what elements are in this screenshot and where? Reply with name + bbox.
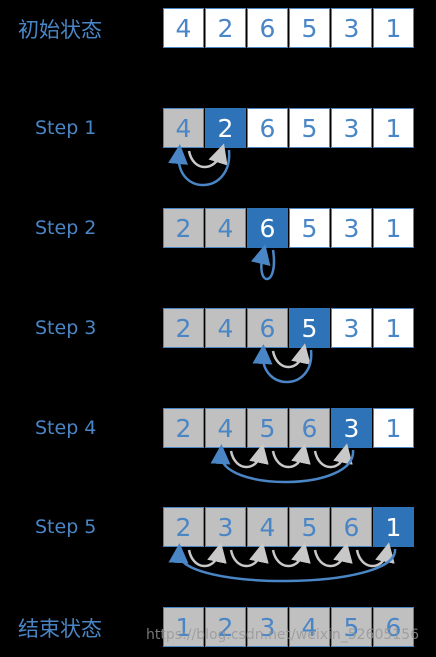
array-cell: 6 [331, 507, 372, 547]
array-cell: 4 [247, 507, 288, 547]
array-cell: 1 [163, 607, 204, 647]
array-cell: 6 [247, 8, 288, 48]
array-cell: 4 [205, 308, 246, 348]
array-cell: 5 [331, 607, 372, 647]
array-cell: 6 [289, 408, 330, 448]
array-cell: 6 [247, 108, 288, 148]
shift-arrow [313, 542, 353, 568]
array-cell: 2 [163, 208, 204, 248]
insert-arrow [210, 444, 355, 484]
array-cell: 2 [205, 108, 246, 148]
step-label: Step 4 [35, 417, 97, 439]
array-cell: 4 [163, 8, 204, 48]
array-cell: 4 [163, 108, 204, 148]
array-cell: 5 [289, 308, 330, 348]
array-cell: 6 [373, 607, 414, 647]
array-cell: 3 [205, 507, 246, 547]
array-cell: 3 [331, 8, 372, 48]
step-label: Step 1 [35, 117, 97, 139]
shift-arrow [229, 443, 269, 469]
shift-arrow [229, 542, 269, 568]
array-cell: 5 [247, 408, 288, 448]
array-cell: 1 [373, 108, 414, 148]
array-cell: 5 [289, 108, 330, 148]
array-cell: 1 [373, 8, 414, 48]
array-cell: 2 [205, 8, 246, 48]
array-cell: 2 [163, 507, 204, 547]
state-label: 结束状态 [18, 617, 102, 641]
array-cell: 3 [247, 607, 288, 647]
shift-arrow [271, 443, 311, 469]
shift-arrow [313, 443, 353, 469]
shift-arrow [271, 343, 311, 369]
array-cell: 2 [205, 607, 246, 647]
array-cell: 6 [247, 208, 288, 248]
array-cell: 3 [331, 308, 372, 348]
step-label: Step 3 [35, 317, 97, 339]
step-label: Step 5 [35, 516, 97, 538]
shift-arrow [187, 542, 227, 568]
watermark: https://blog.csdn.net/weixin_52605156 [146, 627, 420, 643]
insert-arrow [252, 344, 313, 384]
insert-arrow [250, 244, 276, 281]
array-cell: 3 [331, 408, 372, 448]
state-label: 初始状态 [18, 18, 102, 42]
array-cell: 4 [289, 607, 330, 647]
insert-arrow [168, 144, 231, 187]
shift-arrow [355, 542, 395, 568]
array-cell: 2 [163, 308, 204, 348]
step-label: Step 2 [35, 217, 97, 239]
array-cell: 5 [289, 8, 330, 48]
array-cell: 3 [331, 208, 372, 248]
shift-arrow [187, 143, 228, 169]
array-cell: 2 [163, 408, 204, 448]
shift-arrow [271, 542, 311, 568]
array-cell: 1 [373, 507, 414, 547]
array-cell: 4 [205, 208, 246, 248]
array-cell: 1 [373, 308, 414, 348]
array-cell: 5 [289, 507, 330, 547]
array-cell: 1 [373, 408, 414, 448]
insert-arrow [168, 543, 397, 583]
array-cell: 3 [331, 108, 372, 148]
array-cell: 5 [289, 208, 330, 248]
array-cell: 6 [247, 308, 288, 348]
array-cell: 1 [373, 208, 414, 248]
array-cell: 4 [205, 408, 246, 448]
